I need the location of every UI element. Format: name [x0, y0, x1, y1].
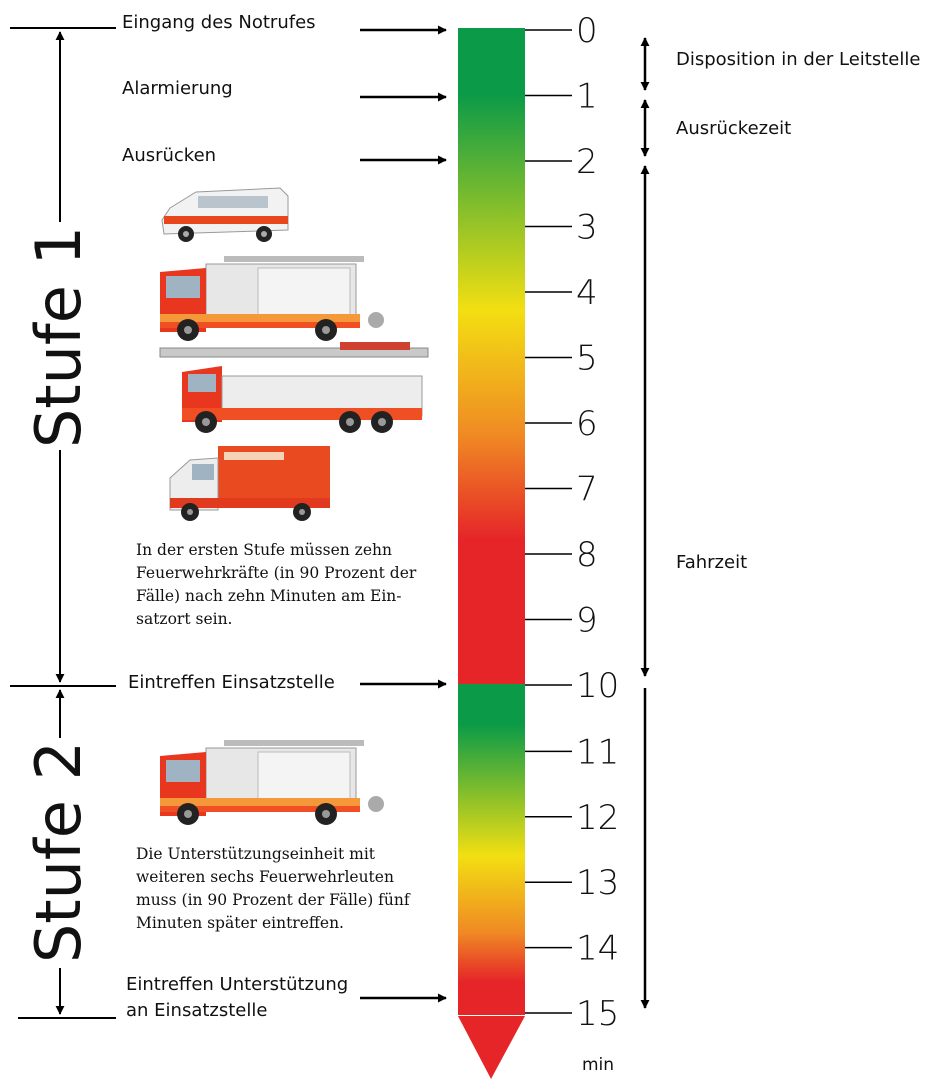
event-unterstuetzung-line2: an Einsatzstelle — [126, 1000, 267, 1021]
tick-label: 13 — [576, 863, 619, 903]
tick-label: 15 — [576, 994, 619, 1034]
tick-label: 11 — [576, 732, 619, 772]
timebar-end-triangle — [458, 1016, 525, 1079]
event-eingang: Eingang des Notrufes — [122, 12, 316, 33]
stufe1-description-line: Feuerwehrkräfte (in 90 Prozent der — [136, 564, 417, 582]
support-fire-engine-icon — [160, 740, 384, 825]
tick-label: 12 — [576, 798, 619, 838]
timebar-stufe1 — [458, 28, 525, 684]
stufe2-description-line: weiteren sechs Feuerwehrleuten — [136, 868, 394, 886]
tick-label: 5 — [576, 339, 598, 379]
stufe1-description: In der ersten Stufe müssen zehn Feuerweh… — [136, 539, 416, 631]
event-ausruecken: Ausrücken — [122, 145, 216, 166]
tick-label: 6 — [576, 404, 598, 444]
phase-ausrueckezeit-label: Ausrückezeit — [676, 118, 791, 139]
unit-label: min — [582, 1055, 614, 1075]
tick-label: 9 — [576, 601, 598, 641]
stufe2-label: Stufe 2 — [22, 741, 95, 963]
phase-disposition-label: Disposition in der Leitstelle — [676, 49, 920, 70]
tick-label: 0 — [576, 11, 598, 51]
ambulance-icon — [169, 446, 330, 521]
tick-label: 8 — [576, 535, 598, 575]
stufe2-description: Die Unterstützungseinheit mit weiteren s… — [136, 843, 410, 935]
fire-engine-icon — [160, 256, 384, 341]
tick-label: 10 — [576, 666, 619, 706]
timebar-stufe2 — [458, 684, 525, 1015]
tick-label: 14 — [576, 929, 619, 969]
stufe2-description-line: Minuten später eintreffen. — [136, 914, 344, 932]
event-eintreffen: Eintreffen Einsatzstelle — [128, 672, 335, 693]
tick-label: 4 — [576, 273, 598, 313]
phase-fahrzeit-label: Fahrzeit — [676, 552, 747, 573]
tick-label: 3 — [576, 208, 598, 248]
event-unterstuetzung-line1: Eintreffen Unterstützung — [126, 974, 348, 995]
turntable-ladder-icon — [159, 342, 429, 433]
stufe2-description-line: Die Unterstützungseinheit mit — [136, 845, 376, 863]
stufe1-description-line: Fälle) nach zehn Minuten am Ein- — [136, 587, 402, 605]
event-alarmierung: Alarmierung — [122, 78, 233, 99]
tick-label: 1 — [576, 77, 598, 117]
command-van-icon — [161, 187, 289, 242]
tick-label: 7 — [576, 470, 598, 510]
stufe1-label: Stufe 1 — [22, 226, 95, 448]
stufe2-description-line: muss (in 90 Prozent der Fälle) fünf — [136, 891, 410, 909]
stufe1-description-line: In der ersten Stufe müssen zehn — [136, 541, 392, 559]
stufe1-description-line: satzort sein. — [136, 610, 233, 628]
tick-label: 2 — [576, 142, 598, 182]
